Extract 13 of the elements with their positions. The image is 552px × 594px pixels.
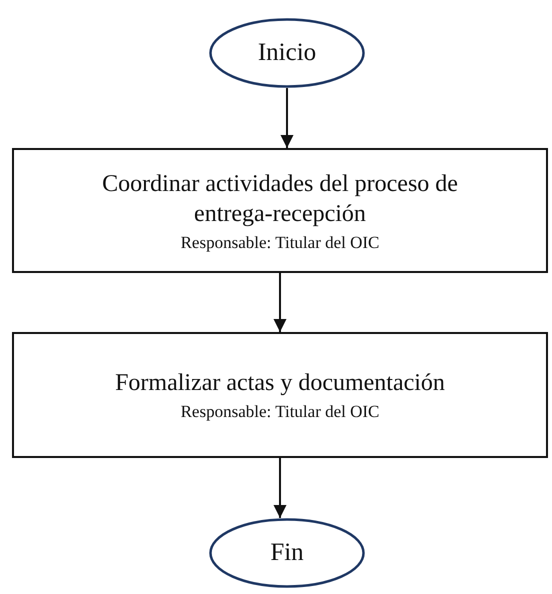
step-title: Coordinar actividades del proceso de entrega-recepción [101, 170, 459, 228]
arrow [274, 458, 286, 518]
step-title: Formalizar actas y documentación [114, 369, 446, 398]
terminal-ellipse [209, 518, 365, 588]
arrow [280, 88, 294, 148]
terminal-ellipse [209, 18, 365, 88]
step-title: Fin [270, 538, 304, 568]
arrow [274, 273, 286, 332]
responsible-text: Responsable: Titular del OIC [180, 232, 380, 252]
step-title: Inicio [258, 38, 316, 68]
responsible-text: Responsable: Titular del OIC [180, 402, 380, 422]
process-box [12, 332, 548, 458]
process-box [12, 148, 548, 273]
